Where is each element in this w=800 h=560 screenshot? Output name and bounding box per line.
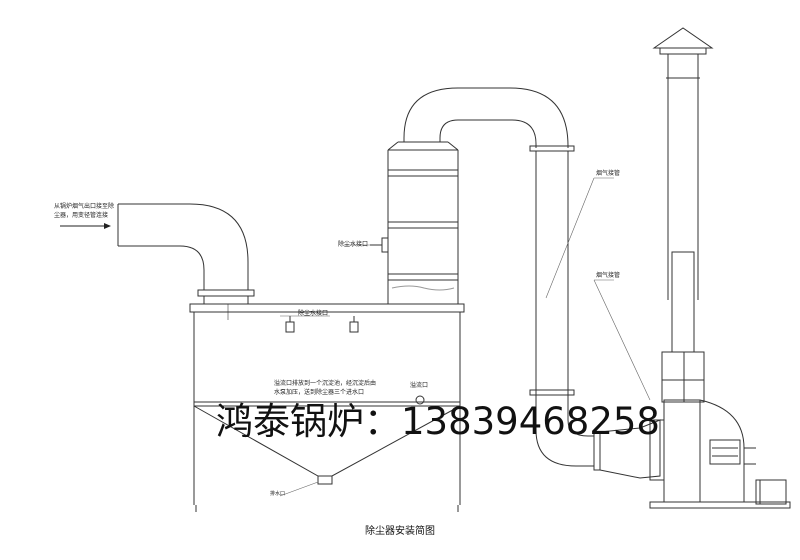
water-inlet-tank-label: 除尘水接口 <box>298 310 329 317</box>
drain-port-label: 排水口 <box>270 491 286 497</box>
watermark-text: 鸿泰锅炉：13839468258 <box>216 400 660 443</box>
water-inlet-tower-label: 除尘水接口 <box>338 241 369 248</box>
overflow-port-label: 溢流口 <box>410 382 429 389</box>
diagram-caption: 除尘器安装简图 <box>365 526 435 537</box>
overhead-duct <box>403 87 575 152</box>
overflow-note-line1: 溢流口排放到一个沉淀池，经沉淀后由 <box>274 380 377 387</box>
overflow-port-symbol <box>415 395 425 405</box>
inlet-note-line1: 从锅炉烟气出口接至除 <box>54 203 115 210</box>
inlet-arrow <box>60 223 111 229</box>
inlet-duct <box>117 203 255 320</box>
flue-pipe-label-upper: 烟气接管 <box>596 170 621 177</box>
water-tank <box>189 303 465 512</box>
tank-water-inlets <box>285 316 359 333</box>
scrubber-tower <box>370 141 459 304</box>
down-pipe <box>529 151 601 471</box>
flue-pipe-label-lower: 烟气接管 <box>596 272 621 279</box>
induced-draft-fan <box>599 399 791 509</box>
inlet-note-line2: 尘器，用变径管连接 <box>54 212 109 219</box>
chimney <box>652 27 714 403</box>
overflow-note-line2: 水泵加压，送到除尘器三个进水口 <box>274 389 365 396</box>
leader-lines <box>279 177 651 497</box>
